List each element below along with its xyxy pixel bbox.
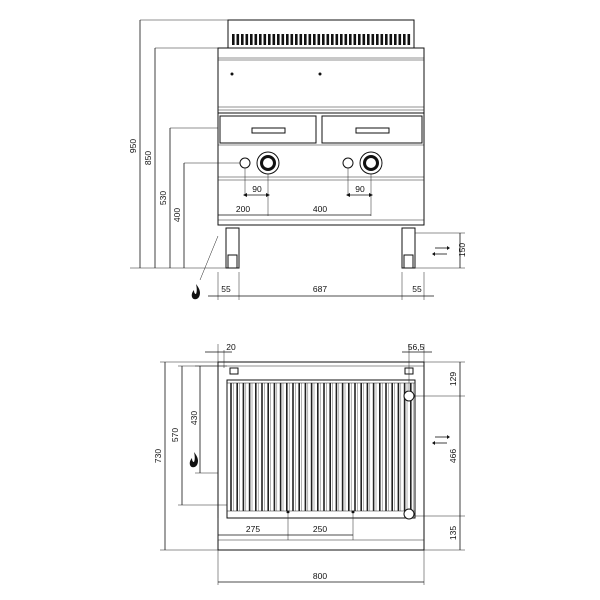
grate-tooth — [331, 34, 334, 45]
grate-tooth — [362, 34, 366, 45]
grate-tooth — [232, 34, 235, 45]
grate-tooth — [394, 34, 397, 45]
grate-tooth — [344, 34, 348, 45]
dim-430: 430 — [189, 411, 199, 425]
grate-tooth — [290, 34, 294, 45]
water-arrows-icon — [432, 246, 450, 256]
grate-tooth — [313, 34, 316, 45]
dim-466: 466 — [448, 449, 458, 463]
grate-tooth — [367, 34, 370, 45]
dim-56-5: 56,5 — [408, 342, 425, 352]
dim-135: 135 — [448, 526, 458, 540]
screw-left — [230, 72, 234, 76]
grate-tooth — [277, 34, 280, 45]
grate-tooth — [376, 34, 379, 45]
dim-400-width: 400 — [313, 204, 327, 214]
dim-55-right: 55 — [412, 284, 422, 294]
drawer-right-handle — [355, 127, 390, 134]
grate-tooth — [398, 34, 402, 45]
grate-tooth — [295, 34, 298, 45]
grate-tooth — [254, 34, 258, 45]
dim-129: 129 — [448, 372, 458, 386]
dim-150: 150 — [457, 243, 467, 257]
dim-530: 530 — [158, 191, 168, 205]
grate-tooth — [317, 34, 321, 45]
grate-tooth — [241, 34, 244, 45]
dim-55-left: 55 — [221, 284, 231, 294]
grate-tooth — [304, 34, 307, 45]
grate-tooth — [403, 34, 406, 45]
grate-tooth — [353, 34, 357, 45]
grate-tooth — [326, 34, 330, 45]
grate-tooth — [281, 34, 285, 45]
grate-tooth — [299, 34, 303, 45]
grate-tooth — [389, 34, 393, 45]
grate-tooth — [308, 34, 312, 45]
grate-tooth — [380, 34, 384, 45]
dim-687: 687 — [313, 284, 327, 294]
grate-tooth — [245, 34, 249, 45]
burner-end-bottom — [403, 508, 415, 520]
dim-275: 275 — [246, 524, 260, 534]
drawer-left — [219, 115, 317, 144]
grate-tooth — [322, 34, 325, 45]
grill-grate-teeth — [232, 34, 411, 45]
dim-200: 200 — [236, 204, 250, 214]
grate-tooth — [371, 34, 375, 45]
grill-bars — [230, 383, 414, 511]
grate-tooth — [272, 34, 276, 45]
dim-250: 250 — [313, 524, 327, 534]
grate-tooth — [263, 34, 267, 45]
screw-mid — [318, 72, 322, 76]
dim-730: 730 — [153, 449, 163, 463]
grate-tooth — [259, 34, 262, 45]
grate-tooth — [250, 34, 253, 45]
front-view: 950 850 530 400 90 90 200 400 150 — [128, 19, 467, 300]
grate-tooth — [358, 34, 361, 45]
grate-tooth — [385, 34, 388, 45]
drawer-left-handle — [251, 127, 286, 134]
top-view: 20 56,5 730 570 430 129 466 135 — [153, 342, 465, 585]
dim-570: 570 — [170, 428, 180, 442]
gas-flame-icon-top — [189, 452, 198, 468]
grate-tooth — [286, 34, 289, 45]
dim-950: 950 — [128, 139, 138, 153]
grate-tooth — [407, 34, 411, 45]
dim-850: 850 — [143, 151, 153, 165]
grate-tooth — [236, 34, 240, 45]
burner-end-top — [403, 390, 415, 402]
dim-20: 20 — [226, 342, 236, 352]
gas-flame-icon — [191, 284, 200, 300]
water-arrows-icon-top — [432, 435, 450, 445]
dim-400: 400 — [172, 208, 182, 222]
pilot-button-right — [342, 157, 354, 169]
pilot-button-left — [239, 157, 251, 169]
dim-800: 800 — [313, 571, 327, 581]
grate-tooth — [335, 34, 339, 45]
grate-tooth — [340, 34, 343, 45]
grate-tooth — [349, 34, 352, 45]
grate-tooth — [268, 34, 271, 45]
dim-90-right: 90 — [355, 184, 365, 194]
dim-90-left: 90 — [252, 184, 262, 194]
